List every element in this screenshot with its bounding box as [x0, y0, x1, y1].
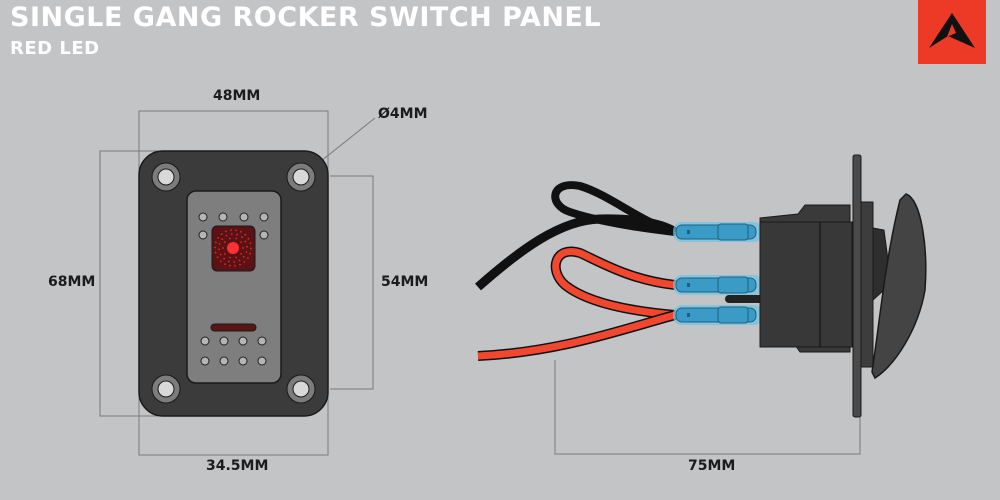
terminal — [673, 222, 763, 242]
led-speckle — [229, 237, 231, 240]
terminal — [673, 275, 763, 295]
led-speckle — [228, 260, 230, 263]
led-speckle — [247, 237, 250, 240]
dim-hole-spacing-horizontal-label: 34.5MM — [206, 458, 269, 474]
led-speckle — [224, 241, 226, 244]
led-speckle — [235, 256, 238, 259]
dim-height-label: 68MM — [48, 274, 96, 290]
dim-width-label: 48MM — [213, 88, 261, 104]
black-wire — [475, 181, 678, 291]
led-speckle — [225, 234, 228, 237]
led-speckle — [240, 241, 243, 244]
led-speckle — [240, 253, 243, 255]
led-speckle — [218, 243, 221, 245]
led-speckle — [244, 240, 247, 243]
terminal — [673, 305, 763, 325]
led-speckle — [235, 237, 238, 240]
dim-depth-label: 75MM — [688, 458, 736, 474]
led-speckle — [224, 253, 226, 255]
led-speckle — [221, 238, 224, 241]
diagram-subtitle: RED LED — [10, 38, 100, 59]
dim-hole-spacing-vertical-label: 54MM — [381, 274, 429, 290]
unused-pin — [725, 295, 765, 303]
dim-hole-diameter-label: Ø4MM — [378, 106, 428, 122]
wires — [475, 181, 678, 361]
led-speckle — [250, 247, 252, 250]
led-speckle — [222, 247, 224, 249]
led-speckle — [234, 265, 236, 267]
led-speckle — [225, 230, 227, 233]
led-speckle — [239, 263, 241, 266]
led-speckle — [229, 264, 231, 267]
led-speckle — [223, 257, 226, 260]
led-speckle — [214, 246, 216, 249]
led-speckle — [245, 251, 248, 254]
rocker-switch-face — [186, 190, 282, 384]
led-speckle — [246, 245, 248, 248]
led-speckle — [224, 263, 227, 266]
led-speckle — [233, 261, 236, 263]
led-speckle — [230, 229, 232, 232]
brand-logo — [918, 0, 986, 64]
led-speckle — [235, 229, 238, 232]
depth-dimension-line — [554, 360, 861, 455]
led-speckle — [215, 241, 217, 244]
led-speckle — [214, 251, 217, 254]
led-speckle — [219, 253, 222, 256]
mounting-hole — [151, 374, 181, 404]
led-speckle — [247, 257, 249, 260]
led-speckle — [229, 256, 231, 259]
mounting-holes — [151, 162, 316, 404]
indicator-dots-top — [198, 212, 269, 240]
led-icon-window — [211, 225, 256, 272]
mounting-panel-edge — [852, 154, 862, 418]
mounting-hole — [286, 374, 316, 404]
indicator-dots-bottom — [200, 336, 267, 366]
diagram-title: SINGLE GANG ROCKER SWITCH PANEL — [10, 2, 602, 33]
led-speckle — [241, 236, 243, 239]
led-speckle — [238, 259, 241, 262]
led-speckle — [249, 242, 252, 245]
mounting-hole — [151, 162, 181, 192]
led-indicator-bar — [210, 323, 257, 332]
switch-body-side — [759, 154, 927, 418]
led-speckle — [243, 261, 246, 263]
led-speckle — [220, 233, 223, 236]
arrowhead-logo-icon — [929, 13, 975, 48]
mounting-hole — [286, 162, 316, 192]
led-speckle — [216, 256, 219, 259]
rocker-actuator — [871, 193, 927, 380]
led-speckle — [230, 233, 233, 236]
led-speckle — [217, 236, 220, 239]
led-speckle — [240, 230, 242, 233]
led-speckle — [242, 247, 244, 249]
red-wire-2 — [477, 310, 677, 361]
spade-terminals — [673, 222, 765, 325]
led-speckle — [236, 233, 239, 236]
red-wire-1 — [550, 246, 676, 320]
led-speckle — [218, 248, 221, 251]
led-speckle — [219, 260, 222, 263]
led-speckle — [249, 252, 252, 255]
led-speckle — [244, 233, 247, 236]
led-speckle — [242, 256, 245, 258]
